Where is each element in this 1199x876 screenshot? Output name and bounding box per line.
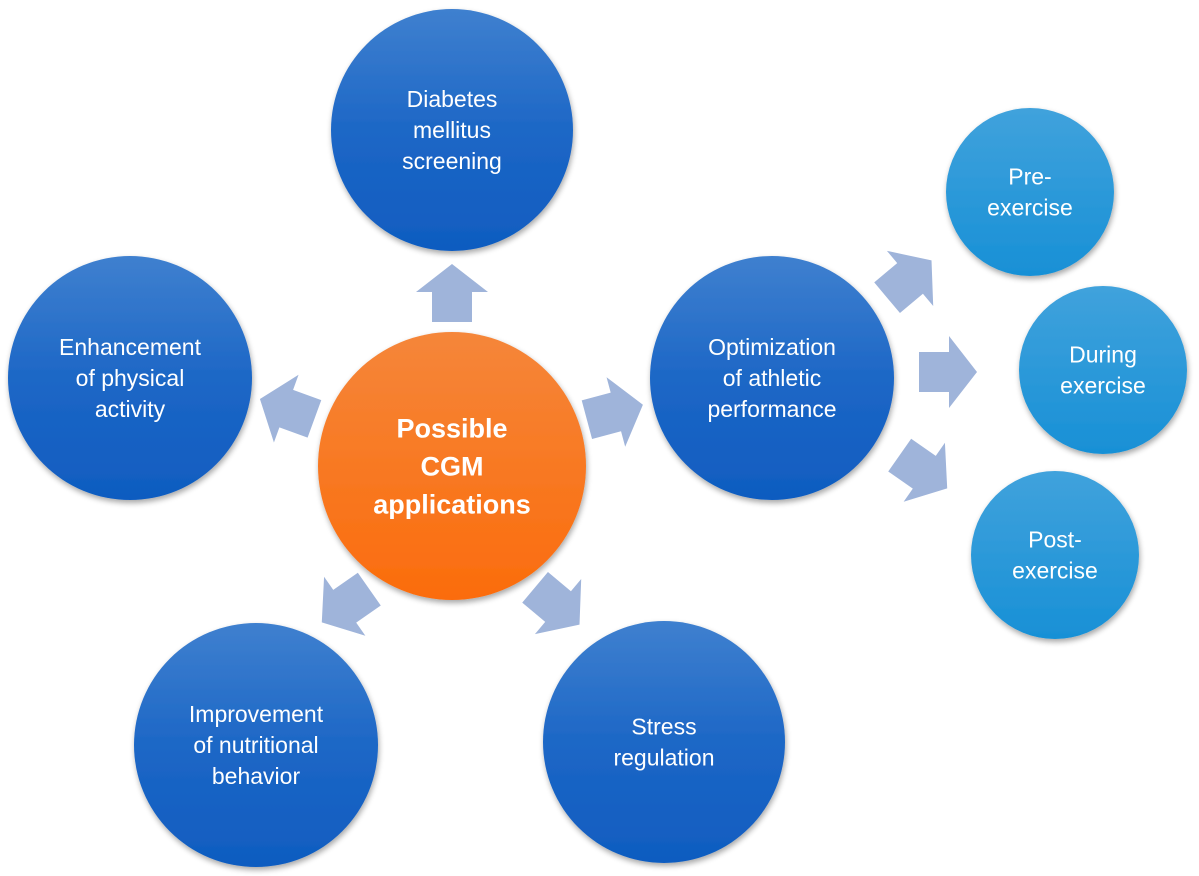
node-label-line: activity [95, 396, 166, 422]
node-label-line: of nutritional [193, 732, 318, 758]
node-label-line: of athletic [723, 365, 821, 391]
arrow-post-icon [888, 438, 948, 502]
node-label-line: exercise [1012, 558, 1098, 584]
node-label-line: Possible [396, 413, 507, 443]
primary-circle [134, 623, 378, 867]
secondary-circle [946, 108, 1114, 276]
node-athletic: Optimization of athletic performance [650, 256, 894, 500]
node-post: Post-exercise [971, 471, 1139, 639]
secondary-circle [971, 471, 1139, 639]
arrow-athletic-icon [581, 377, 643, 447]
node-label-line: Pre- [1008, 164, 1051, 190]
arrow-pre-icon [874, 250, 934, 314]
node-label-line: CGM [421, 451, 484, 481]
arrow-stress-icon [522, 571, 582, 635]
node-label-line: During [1069, 342, 1137, 368]
node-label-line: screening [402, 148, 502, 174]
node-label-line: of physical [76, 365, 185, 391]
node-label-line: Enhancement [59, 334, 202, 360]
secondary-circle [1019, 286, 1187, 454]
node-label-line: exercise [987, 195, 1073, 221]
primary-circle [331, 9, 573, 251]
node-label-line: behavior [212, 763, 301, 789]
node-label-line: Optimization [708, 334, 836, 360]
node-pre: Pre-exercise [946, 108, 1114, 276]
node-label-line: exercise [1060, 373, 1146, 399]
node-label-line: applications [373, 489, 531, 519]
node-label-line: regulation [613, 745, 714, 771]
node-diabetes: Diabetes mellitus screening [331, 9, 573, 251]
node-label-line: Stress [631, 714, 696, 740]
primary-circle [650, 256, 894, 500]
node-label-line: mellitus [413, 117, 491, 143]
node-stress: Stress regulation [543, 621, 785, 863]
arrow-diabetes-icon [416, 264, 488, 322]
primary-circle [8, 256, 252, 500]
node-during: During exercise [1019, 286, 1187, 454]
node-label-line: Post- [1028, 527, 1082, 553]
arrow-physical-icon [259, 374, 322, 443]
node-nutrition: Improvement of nutritional behavior [134, 623, 378, 867]
node-label-line: performance [707, 396, 836, 422]
node-label-line: Diabetes [407, 86, 498, 112]
arrows-layer [259, 250, 977, 636]
center-circle [318, 332, 586, 600]
arrow-nutrition-icon [321, 572, 381, 636]
arrow-during-icon [919, 336, 977, 408]
node-label-line: Improvement [189, 701, 324, 727]
node-physical: Enhancement of physical activity [8, 256, 252, 500]
primary-circle [543, 621, 785, 863]
